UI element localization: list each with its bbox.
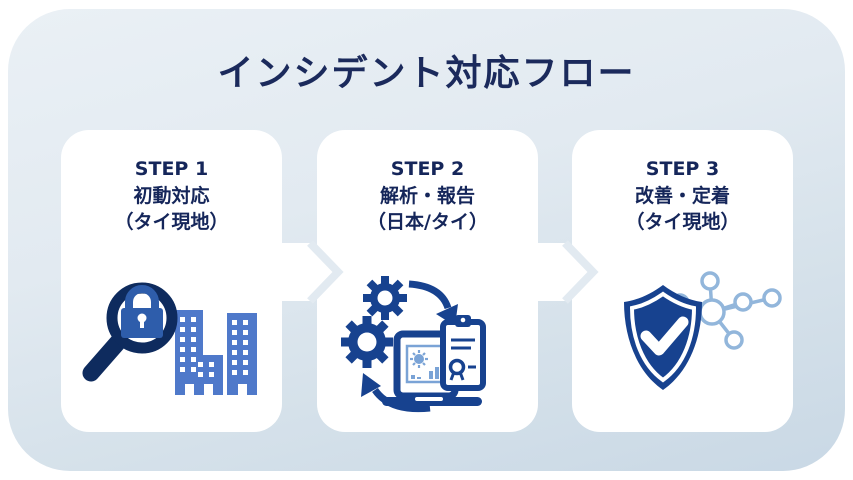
page-title: インシデント対応フロー — [217, 53, 636, 94]
step-3-location: （タイ現地） — [625, 211, 740, 234]
step-2-header: STEP 2 解析・報告 （日本/タイ） — [317, 156, 538, 236]
step-1-number: STEP 1 — [134, 158, 209, 180]
step-1-location: （タイ現地） — [114, 211, 229, 234]
step-3-header: STEP 3 改善・定着 （タイ現地） — [572, 156, 793, 236]
gears-laptop-report-icon — [341, 276, 486, 413]
cycle-arrows-icon — [361, 280, 458, 413]
office-buildings-icon — [175, 310, 257, 395]
step-card-2: STEP 2 解析・報告 （日本/タイ） — [317, 130, 538, 432]
step-2-name: 解析・報告 — [379, 184, 475, 207]
step-3-name: 改善・定着 — [634, 184, 730, 207]
magnifier-lock-buildings-icon — [82, 282, 257, 395]
flow-arrow-1 — [264, 240, 344, 304]
shield-check-network-icon — [624, 271, 782, 390]
padlock-icon — [121, 285, 163, 338]
step-2-location: （日本/タイ） — [367, 211, 488, 234]
network-graph-icon — [670, 271, 782, 350]
step-1-header: STEP 1 初動対応 （タイ現地） — [61, 156, 282, 236]
step-card-3: STEP 3 改善・定着 （タイ現地） — [572, 130, 793, 432]
report-clipboard-icon — [440, 315, 486, 391]
step-2-number: STEP 2 — [390, 158, 465, 180]
step-3-number: STEP 3 — [645, 158, 720, 180]
step-card-1: STEP 1 初動対応 （タイ現地） — [61, 130, 282, 432]
step-1-name: 初動対応 — [133, 184, 210, 207]
shield-checkmark-icon — [624, 285, 702, 390]
flow-arrow-2 — [519, 240, 599, 304]
